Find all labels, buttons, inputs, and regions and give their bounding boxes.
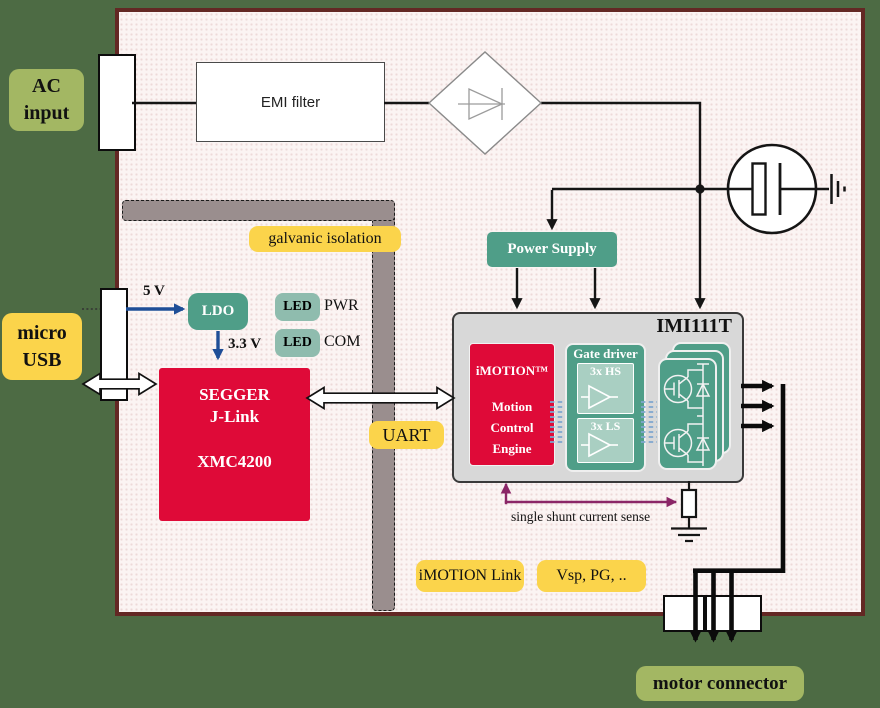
- led-com-icon: LED: [275, 329, 320, 357]
- com-label: COM: [324, 333, 361, 350]
- emi-filter-block: EMI filter: [196, 62, 385, 142]
- gate-driver-block: Gate driver 3x HS 3x LS: [565, 343, 646, 472]
- hs-label: 3x HS: [589, 364, 621, 378]
- mce-block: iMOTION™ Motion Control Engine: [469, 343, 555, 466]
- current-sense-label: single shunt current sense: [511, 509, 651, 524]
- 5v-label: 5 V: [143, 283, 165, 299]
- motor-connector-right: [705, 595, 762, 632]
- mce-line-engine: Engine: [492, 441, 532, 456]
- power-supply-block: Power Supply: [487, 232, 617, 267]
- imi111t-block: IMI111T iMOTION™ Motion Control Engine G…: [452, 312, 744, 483]
- isolation-bar-horizontal: [122, 200, 395, 221]
- pwr-label: PWR: [324, 297, 359, 314]
- motor-connector-label: motor connector: [636, 666, 804, 701]
- segger-mcu: XMC4200: [197, 452, 272, 471]
- ac-connector: [98, 54, 136, 151]
- gate-driver-title: Gate driver: [573, 346, 638, 361]
- 3v3-label: 3.3 V: [228, 336, 262, 352]
- imotion-link-label: iMOTION Link: [416, 560, 524, 592]
- usb-connector: [100, 288, 128, 401]
- galvanic-isolation-label: galvanic isolation: [249, 226, 401, 252]
- uart-label: UART: [369, 421, 444, 449]
- mce-brand: iMOTION™: [475, 363, 549, 378]
- motor-connector-left: [663, 595, 705, 632]
- gate-driver-ls-block: 3x LS: [577, 418, 634, 463]
- ls-label: 3x LS: [590, 419, 621, 433]
- ac-input-label: AC input: [9, 69, 84, 131]
- gate-driver-hs-block: 3x HS: [577, 363, 634, 414]
- mce-line-motion: Motion: [491, 399, 533, 414]
- led-pwr-icon: LED: [275, 293, 320, 321]
- imi111t-title: IMI111T: [656, 315, 732, 337]
- vsp-pg-label: Vsp, PG, ..: [537, 560, 646, 592]
- segger-jlink-block: SEGGER J-Link XMC4200: [159, 368, 310, 521]
- segger-line1: SEGGER: [199, 385, 270, 404]
- igbt-panel-front: [658, 358, 717, 470]
- ldo-block: LDO: [188, 293, 248, 330]
- mce-line-control: Control: [490, 420, 534, 435]
- isolation-bar-vertical: [372, 204, 395, 611]
- segger-name: SEGGER J-Link: [159, 384, 310, 428]
- segger-line2: J-Link: [209, 407, 260, 426]
- micro-usb-label: micro USB: [2, 313, 82, 380]
- mce-name: Motion Control Engine: [470, 396, 554, 459]
